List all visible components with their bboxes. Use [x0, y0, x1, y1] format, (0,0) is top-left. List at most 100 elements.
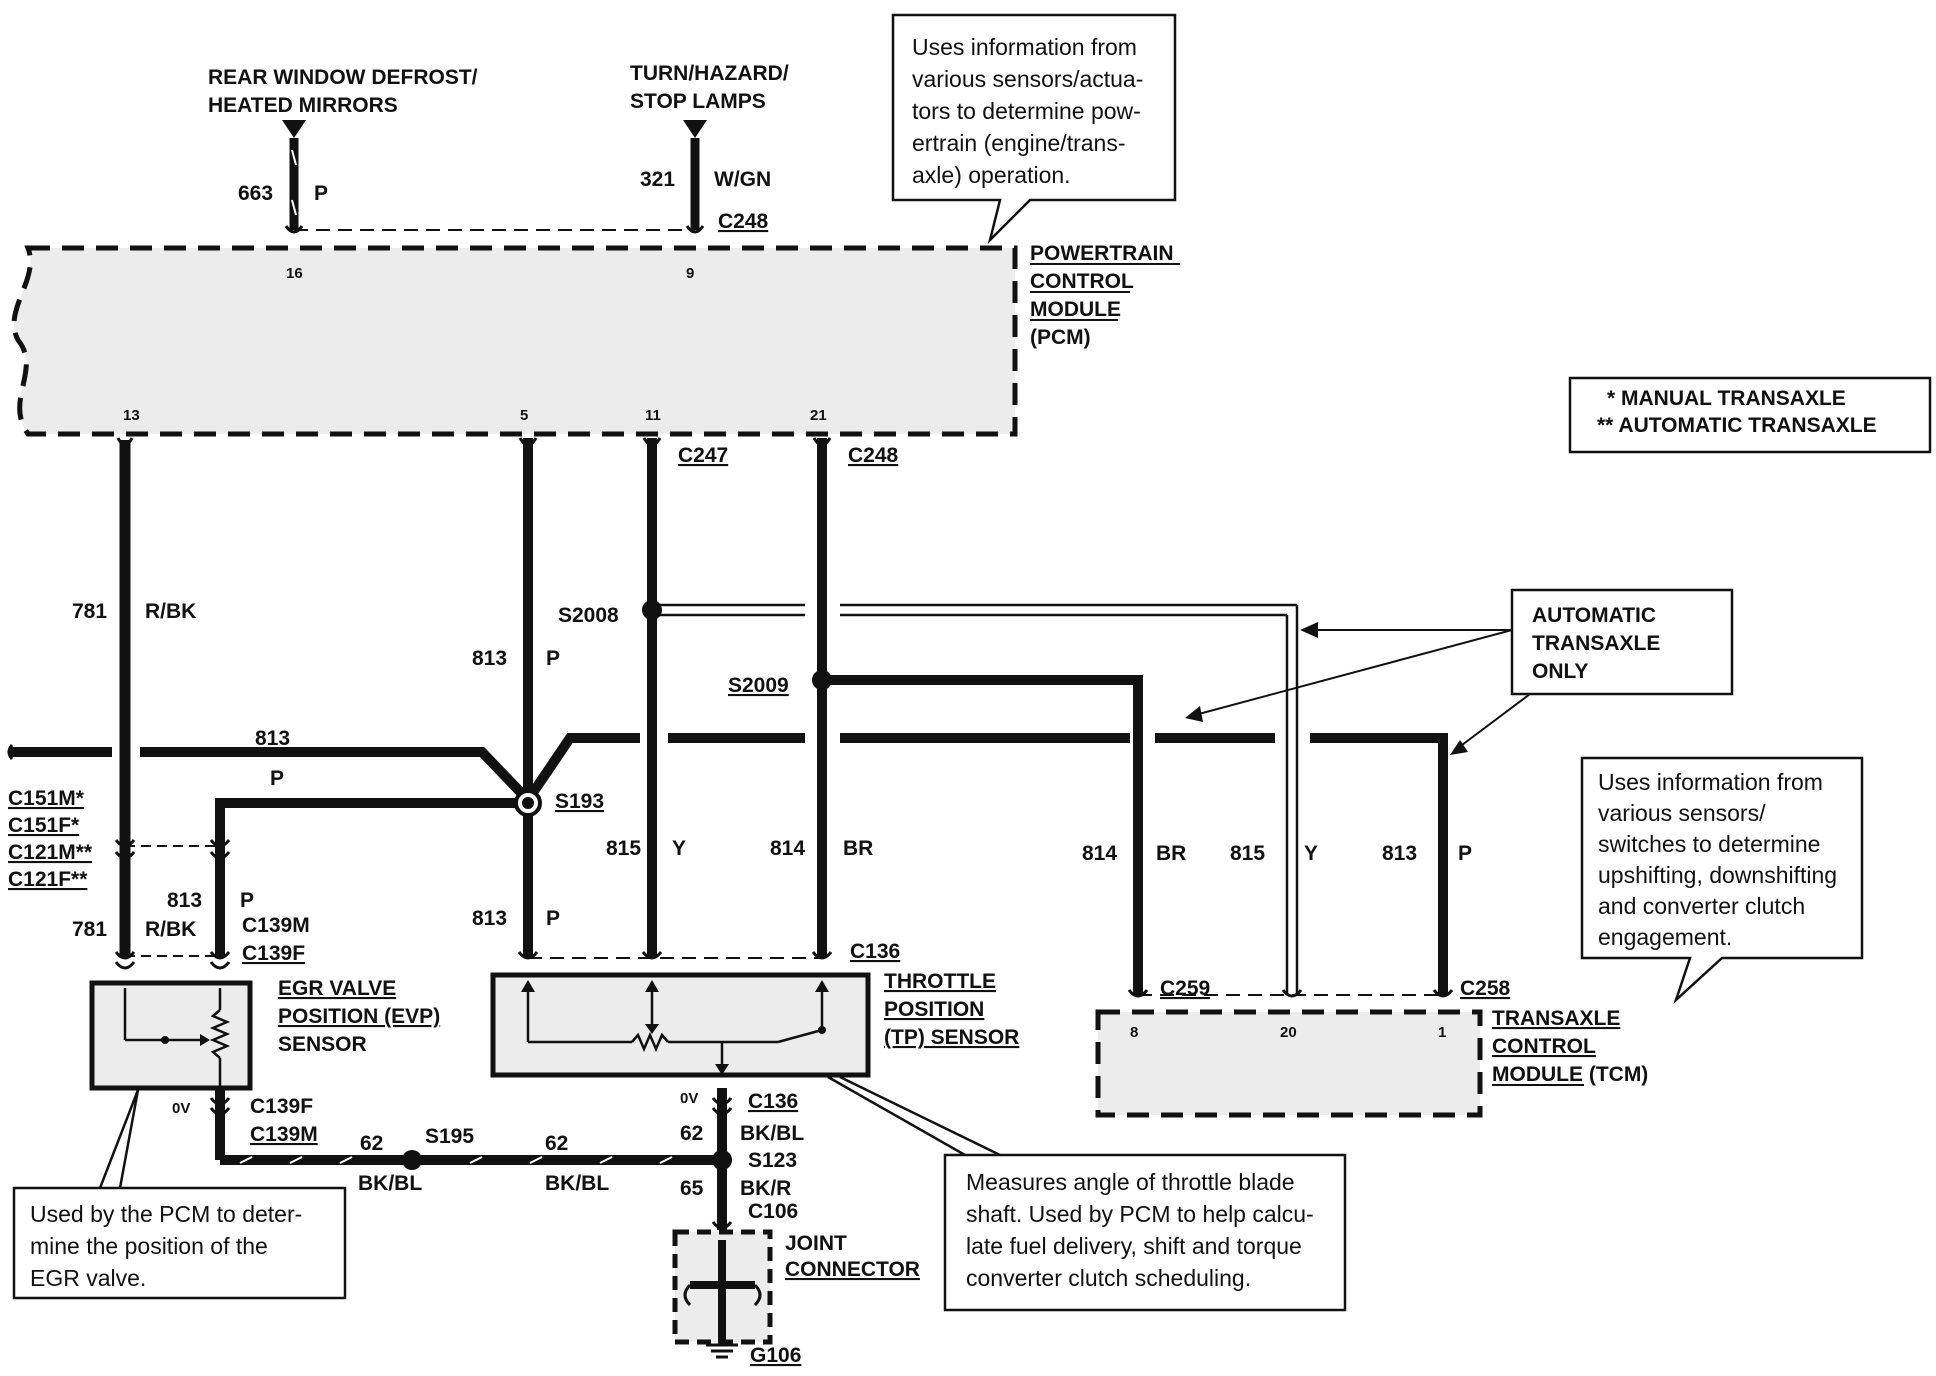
- pcm-callout-5: axle) operation.: [912, 162, 1071, 188]
- tcm-callout-4: upshifting, downshifting: [1598, 862, 1837, 888]
- wire-813-number-1: 813: [472, 647, 507, 670]
- auto-only-box: [1510, 588, 1734, 696]
- tcm-callout-3: switches to determine: [1598, 831, 1820, 857]
- wire-813-color-4: P: [1458, 842, 1472, 865]
- pcm-name-3: MODULE: [1030, 298, 1121, 321]
- wire-62-number-3: 62: [680, 1122, 703, 1145]
- wire-815-number-2: 815: [1230, 842, 1265, 865]
- pcm-callout-1: Uses information from: [912, 34, 1137, 60]
- evp-callout: [12, 1089, 347, 1300]
- splice-s2008: [642, 600, 662, 620]
- connector-c247: C247: [678, 444, 728, 467]
- splice-s2008-label: S2008: [558, 604, 619, 627]
- tcm-pin-20: 20: [1280, 1024, 1297, 1041]
- tp-callout-3: late fuel delivery, shift and torque: [966, 1233, 1302, 1259]
- splice-s195-label: S195: [425, 1125, 474, 1148]
- tcm-box: [1095, 1009, 1483, 1118]
- connector-c136-top: C136: [850, 940, 900, 963]
- tp-callout-2: shaft. Used by PCM to help calcu-: [966, 1201, 1314, 1227]
- connector-c121m: C121M**: [8, 841, 93, 864]
- wire-813-to-s193: [140, 747, 532, 804]
- pcm-name-4: (PCM): [1030, 326, 1091, 349]
- wire-815-color-2: Y: [1304, 842, 1318, 865]
- defrost-arrow-icon: [282, 120, 306, 138]
- evp-voltage: 0V: [172, 1100, 190, 1117]
- pcm-pin-13: 13: [123, 407, 140, 424]
- defrost-label-2: HEATED MIRRORS: [208, 94, 398, 117]
- tcm-name-3: MODULE (TCM): [1492, 1063, 1648, 1086]
- wire-813-color-5: P: [240, 889, 254, 912]
- wire-814-tcm: [822, 675, 1143, 995]
- connector-c151m: C151M*: [8, 787, 85, 810]
- connector-c106: C106: [748, 1200, 798, 1223]
- arrow-icon-2: [1185, 706, 1203, 722]
- pcm-name-2: CONTROL: [1030, 270, 1134, 293]
- wire-62-color-3: BK/BL: [740, 1122, 804, 1145]
- wire-814-color-2: BR: [1156, 842, 1186, 865]
- pcm-callout-4: ertrain (engine/trans-: [912, 130, 1126, 156]
- tp-sensor-box: [490, 972, 871, 1078]
- turn-label-2: STOP LAMPS: [630, 90, 766, 113]
- pcm-pin-16: 16: [286, 265, 303, 282]
- wire-781-color: R/BK: [145, 600, 196, 623]
- wire-62-number-1: 62: [360, 1132, 383, 1155]
- pcm-pin-9: 9: [686, 265, 694, 282]
- turn-label-1: TURN/HAZARD/: [630, 62, 789, 85]
- legend-manual: * MANUAL TRANSAXLE: [1607, 387, 1846, 410]
- wire-781-number: 781: [72, 600, 107, 623]
- splice-s195: [402, 1150, 422, 1170]
- connector-c139f-lower: C139F: [250, 1095, 313, 1118]
- evp-name-3: SENSOR: [278, 1033, 367, 1056]
- wire-62-color-2: BK/BL: [545, 1172, 609, 1195]
- connector-c258: C258: [1460, 977, 1511, 1000]
- auto-only-1: AUTOMATIC: [1532, 604, 1656, 627]
- connector-c259: C259: [1160, 977, 1210, 1000]
- tcm-callout: [1580, 756, 1864, 1005]
- pcm-callout: [891, 13, 1177, 245]
- wire-663-color: P: [314, 182, 328, 205]
- splice-s123-label: S123: [748, 1149, 797, 1172]
- wire-814-number-2: 814: [1082, 842, 1117, 865]
- tcm-pin-8: 8: [1130, 1024, 1138, 1041]
- connector-c139m-lower: C139M: [250, 1123, 318, 1146]
- wire-814-color-1: BR: [843, 837, 873, 860]
- wire-781-number-lower: 781: [72, 918, 107, 941]
- wire-813-number-3: 813: [255, 727, 290, 750]
- arrow-icon-1: [1300, 622, 1318, 638]
- wire-65-color: BK/R: [740, 1177, 791, 1200]
- connector-c151f: C151F*: [8, 814, 80, 837]
- wire-62-number-2: 62: [545, 1132, 568, 1155]
- connector-c139m: C139M: [242, 914, 310, 937]
- pcm-pin-5: 5: [520, 407, 528, 424]
- tcm-callout-2: various sensors/: [1598, 800, 1766, 826]
- joint-connector-1: JOINT: [785, 1232, 847, 1255]
- evp-callout-1: Used by the PCM to deter-: [30, 1201, 302, 1227]
- splice-s123: [712, 1150, 732, 1170]
- turn-arrow-icon: [683, 120, 707, 138]
- joint-connector-2: CONNECTOR: [785, 1258, 920, 1281]
- splice-s193-label: S193: [555, 790, 604, 813]
- defrost-label-1: REAR WINDOW DEFROST/: [208, 66, 478, 89]
- auto-only-2: TRANSAXLE: [1532, 632, 1660, 655]
- tp-voltage: 0V: [680, 1090, 698, 1107]
- pcm-callout-3: tors to determine pow-: [912, 98, 1141, 124]
- tcm-callout-6: engagement.: [1598, 924, 1732, 950]
- tcm-name-2: CONTROL: [1492, 1035, 1596, 1058]
- wire-321-number: 321: [640, 168, 675, 191]
- tcm-pin-1: 1: [1438, 1024, 1446, 1041]
- connector-c136-bottom: C136: [748, 1090, 798, 1113]
- wire-815-number-1: 815: [606, 837, 641, 860]
- connector-c139f: C139F: [242, 942, 305, 965]
- wire-814-number-1: 814: [770, 837, 805, 860]
- evp-name-1: EGR VALVE: [278, 977, 396, 1000]
- wire-813-number-2: 813: [472, 907, 507, 930]
- legend-box: [1568, 376, 1932, 454]
- wire-813-number-4: 813: [1382, 842, 1417, 865]
- evp-resistor-icon: [209, 1009, 231, 1059]
- tp-callout: [827, 1075, 1347, 1312]
- tp-name-2: POSITION: [884, 998, 984, 1021]
- tcm-callout-1: Uses information from: [1598, 769, 1823, 795]
- pcm-module: [11, 245, 1018, 437]
- connector-c121f: C121F**: [8, 868, 88, 891]
